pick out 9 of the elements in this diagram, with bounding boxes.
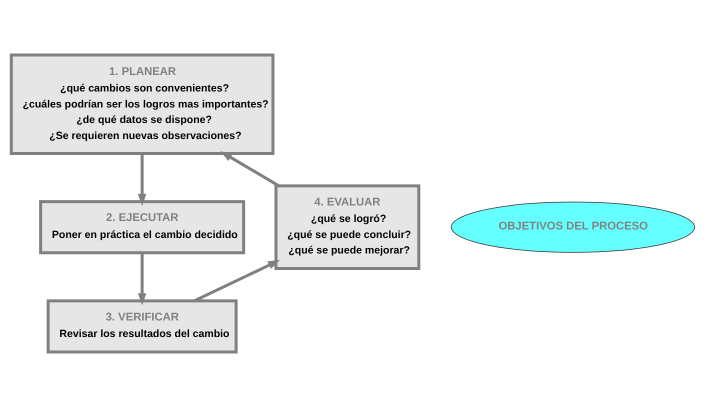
arrow (138, 153, 146, 206)
arrow (194, 260, 280, 302)
node-box: 4. EVALUAR ¿qué se logró? ¿qué se puede concluir? ¿qué se puede mejorar? (274, 184, 420, 270)
arrow (220, 150, 280, 187)
node-box: 2. EJECUTAR Poner en práctica el cambio decidido (39, 200, 246, 254)
node-box: 3. VERIFICAR Revisar los resultados del cambio (46, 298, 238, 353)
node-ellipse: OBJETIVOS DEL PROCESO (450, 201, 695, 252)
node-box: 1. PLANEAR ¿qué cambios son convenientes? ¿cuáles podrían ser los logros mas importantes? ¿de qué datos se dispone? ¿Se requieren nuevas observaciones? (10, 53, 274, 154)
arrow (138, 252, 146, 305)
